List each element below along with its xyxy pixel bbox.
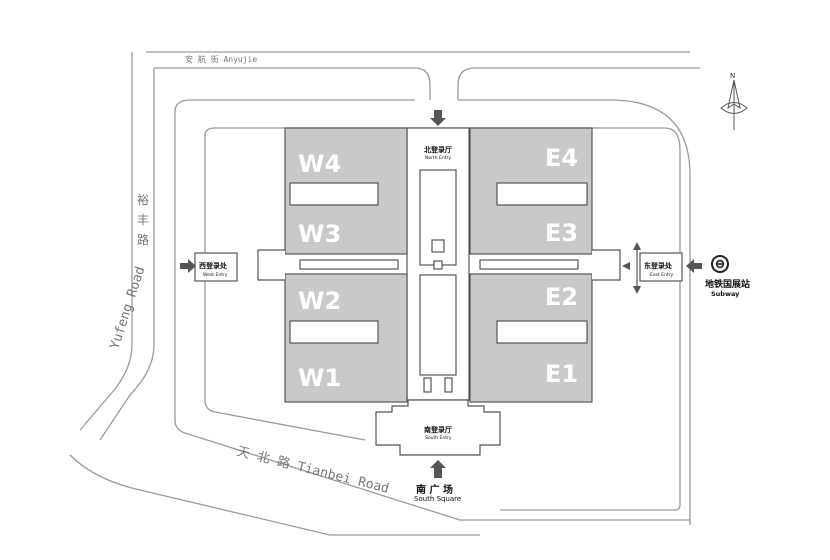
compass-icon: N	[720, 72, 748, 130]
south-entry-hall: 南登录厅 South Entry	[375, 399, 501, 456]
west-road-cn-3: 路	[137, 232, 149, 247]
hall-w1-label: W1	[298, 364, 341, 392]
west-arrow-icon	[180, 259, 196, 273]
east-arrow-icon	[686, 259, 702, 273]
compass-label: N	[730, 72, 735, 80]
subway-icon	[711, 255, 729, 273]
hall-e1-label: E1	[545, 360, 578, 388]
hall-w2-label: W2	[298, 287, 341, 315]
north-entry-cn: 北登录厅	[424, 145, 452, 154]
hall-e3-label: E3	[545, 219, 578, 247]
south-entry-en: South Entry	[425, 435, 452, 441]
hall-e2-label: E2	[545, 283, 578, 311]
arrow-icons	[180, 110, 702, 478]
west-road-cn-2: 丰	[137, 213, 149, 227]
south-arrow-icon	[430, 460, 446, 478]
subway-station-cn: 地铁国展站	[705, 278, 750, 290]
west-road-en: Yufeng Road	[108, 265, 149, 352]
road-network	[69, 51, 700, 536]
south-square-cn: 南 广 场	[416, 483, 453, 496]
east-entry-cn: 东登录处	[644, 261, 673, 270]
east-entry-en: East Entry	[650, 272, 673, 278]
central-corridor	[406, 127, 470, 401]
north-arrow-icon	[430, 110, 446, 126]
south-entry-cn: 南登录厅	[424, 425, 452, 434]
west-entry-en: West Entry	[203, 272, 228, 278]
subway-station-en: Subway	[711, 290, 740, 298]
west-entry-cn: 西登录处	[199, 261, 228, 270]
hall-blocks	[257, 127, 621, 403]
hall-e4-label: E4	[545, 144, 578, 172]
north-road-label: 安 航 街 Anyujie	[185, 54, 257, 64]
hall-w3-label: W3	[298, 220, 341, 248]
west-entry-box: 西登录处 West Entry	[194, 252, 238, 282]
west-road-cn-1: 裕	[137, 192, 149, 207]
hall-labels: W4 W3 W2 W1 E4 E3 E2 E1	[298, 144, 578, 392]
south-square-en: South Square	[414, 495, 461, 503]
east-entry-box: 东登录处 East Entry	[639, 252, 683, 282]
south-road-label: 天 北 路 Tianbei Road	[235, 443, 391, 496]
north-entry-en: North Entry	[425, 155, 451, 161]
hall-w4-label: W4	[298, 150, 341, 178]
